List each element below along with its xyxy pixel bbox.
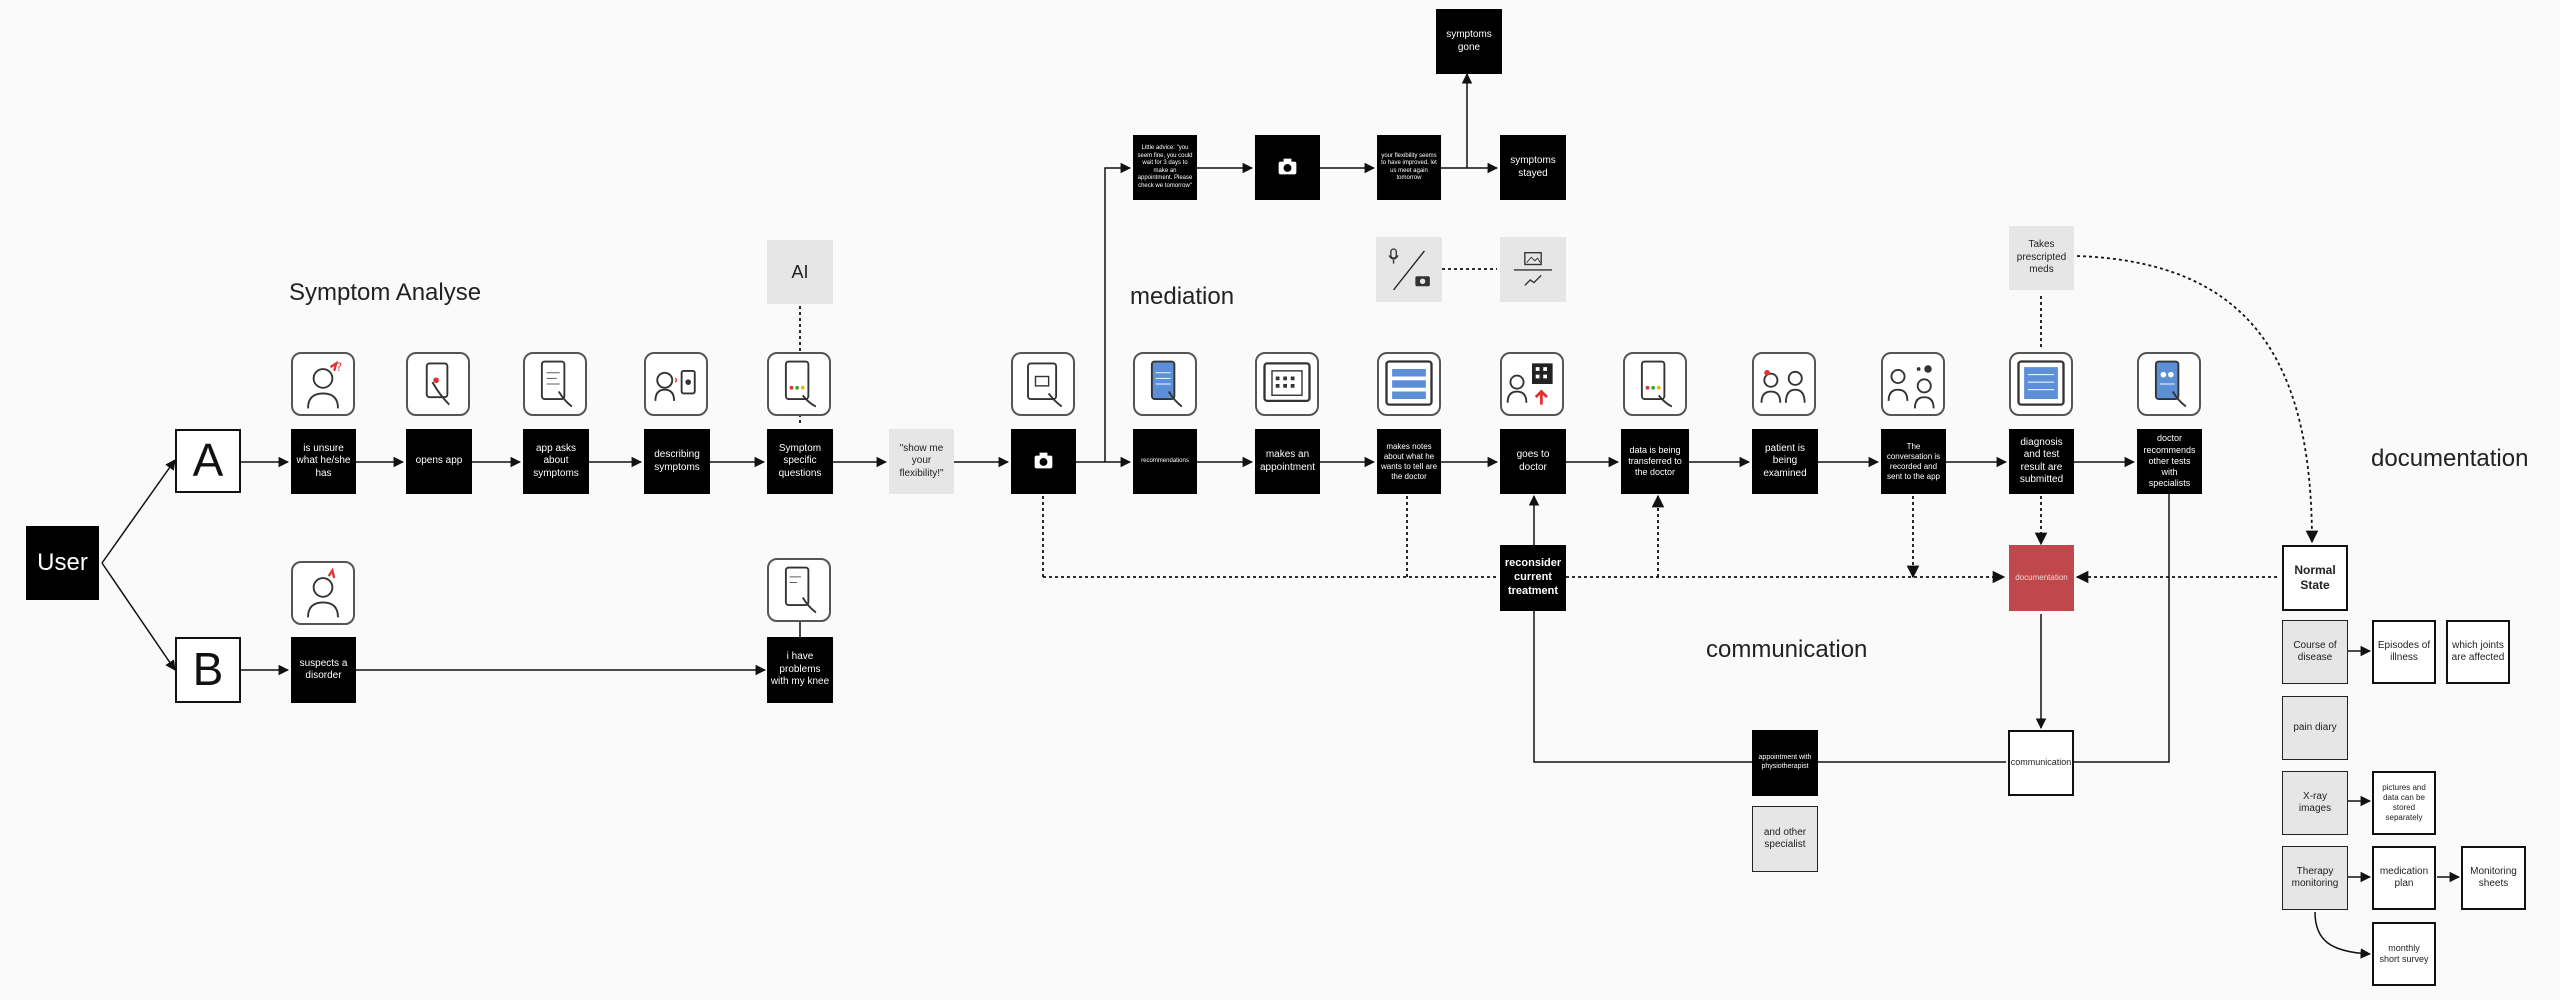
examined-node: patient is being examined <box>1752 429 1818 494</box>
hand-phone-icon <box>406 352 470 416</box>
phone-camera-icon <box>1011 352 1075 416</box>
recording-icon <box>1881 352 1945 416</box>
diagnosis-tablet-icon <box>2009 352 2073 416</box>
sick-person-icon <box>291 561 355 625</box>
joints-node: which joints are affected <box>2446 620 2510 684</box>
medication-plan-node: medication plan <box>2372 846 2436 910</box>
diagnosis-submitted-node: diagnosis and test result are submitted <box>2009 429 2074 494</box>
svg-text:?: ? <box>336 361 342 374</box>
makes-notes-node: makes notes about what he wants to tell … <box>1377 429 1441 494</box>
symptom-analyse-title: Symptom Analyse <box>289 279 482 306</box>
image-chart-node <box>1500 237 1566 302</box>
path-a-node: A <box>175 429 241 493</box>
phone-questions-icon <box>767 352 831 416</box>
phone-transfer-icon <box>1623 352 1687 416</box>
conversation-recorded-node: The conversation is recorded and sent to… <box>1881 429 1946 494</box>
image-chart-icon <box>1513 252 1553 286</box>
describing-node: describing symptoms <box>644 429 710 494</box>
app-asks-node: app asks about symptoms <box>523 429 589 494</box>
communication-title: communication <box>1706 636 1868 663</box>
phone-list-icon <box>1133 352 1197 416</box>
physiotherapist-node: appointment with physiotherapist <box>1752 730 1818 796</box>
reconsider-treatment-node: reconsider current treatment <box>1500 545 1566 611</box>
documentation-title: documentation <box>2371 445 2529 472</box>
documentation-node: documentation <box>2009 545 2074 611</box>
therapy-monitoring-node: Therapy monitoring <box>2282 846 2348 910</box>
suspects-disorder-node: suspects a disorder <box>291 637 356 703</box>
camera-icon <box>1034 452 1053 469</box>
makes-appointment-node: makes an appointment <box>1255 429 1320 494</box>
monthly-survey-node: monthly short survey <box>2372 922 2436 986</box>
calendar-tablet-icon <box>1255 352 1319 416</box>
phone-chat-icon <box>523 352 587 416</box>
knee-problems-node: i have problems with my knee <box>767 637 833 703</box>
communication-node: communication <box>2008 730 2074 796</box>
specific-questions-node: Symptom specific questions <box>767 429 833 494</box>
phone-message-icon <box>767 558 831 622</box>
doctor-patient-icon <box>1752 352 1816 416</box>
camera-icon <box>1278 158 1297 175</box>
notes-tablet-icon <box>1377 352 1441 416</box>
xray-node: X-ray images <box>2282 771 2348 835</box>
normal-state-node: Normal State <box>2282 545 2348 611</box>
hospital-icon <box>1500 352 1564 416</box>
pictures-data-node: pictures and data can be stored separate… <box>2372 771 2436 835</box>
camera-top-node <box>1255 135 1320 200</box>
mediation-title: mediation <box>1130 283 1235 310</box>
suggestion-message-node: Little advice: "you seem fine, you could… <box>1133 135 1197 200</box>
course-disease-node: Course of disease <box>2282 620 2348 684</box>
symptoms-gone-node: symptoms gone <box>1436 9 1502 74</box>
show-flexibility-node: "show me your flexibility!" <box>889 429 954 494</box>
camera-node <box>1011 429 1076 494</box>
other-specialist-node: and other specialist <box>1752 806 1818 872</box>
goes-doctor-node: goes to doctor <box>1500 429 1566 494</box>
pain-diary-node: pain diary <box>2282 696 2348 760</box>
data-transferred-node: data is being transferred to the doctor <box>1621 429 1689 494</box>
unsure-node: is unsure what he/she has <box>291 429 356 494</box>
recommends-tests-node: doctor recommends other tests with speci… <box>2137 429 2202 494</box>
opens-app-node: opens app <box>406 429 472 494</box>
recommendations-node: recommendations <box>1133 429 1197 494</box>
speaking-to-phone-icon <box>644 352 708 416</box>
ai-node: AI <box>767 240 833 304</box>
phone-specialist-icon <box>2137 352 2201 416</box>
user-node: User <box>26 526 99 600</box>
episodes-node: Episodes of illness <box>2372 620 2436 684</box>
monitoring-sheets-node: Monitoring sheets <box>2461 846 2526 910</box>
path-b-node: B <box>175 637 241 703</box>
symptoms-stayed-node: symptoms stayed <box>1500 135 1566 200</box>
mic-camera-node <box>1376 237 1442 302</box>
flexibility-improved-node: your flexibility seems to have improved,… <box>1377 135 1441 200</box>
confused-person-icon: ? <box>291 352 355 416</box>
takes-meds-node: Takes prescripted meds <box>2009 226 2074 290</box>
mic-camera-icon <box>1388 248 1430 291</box>
